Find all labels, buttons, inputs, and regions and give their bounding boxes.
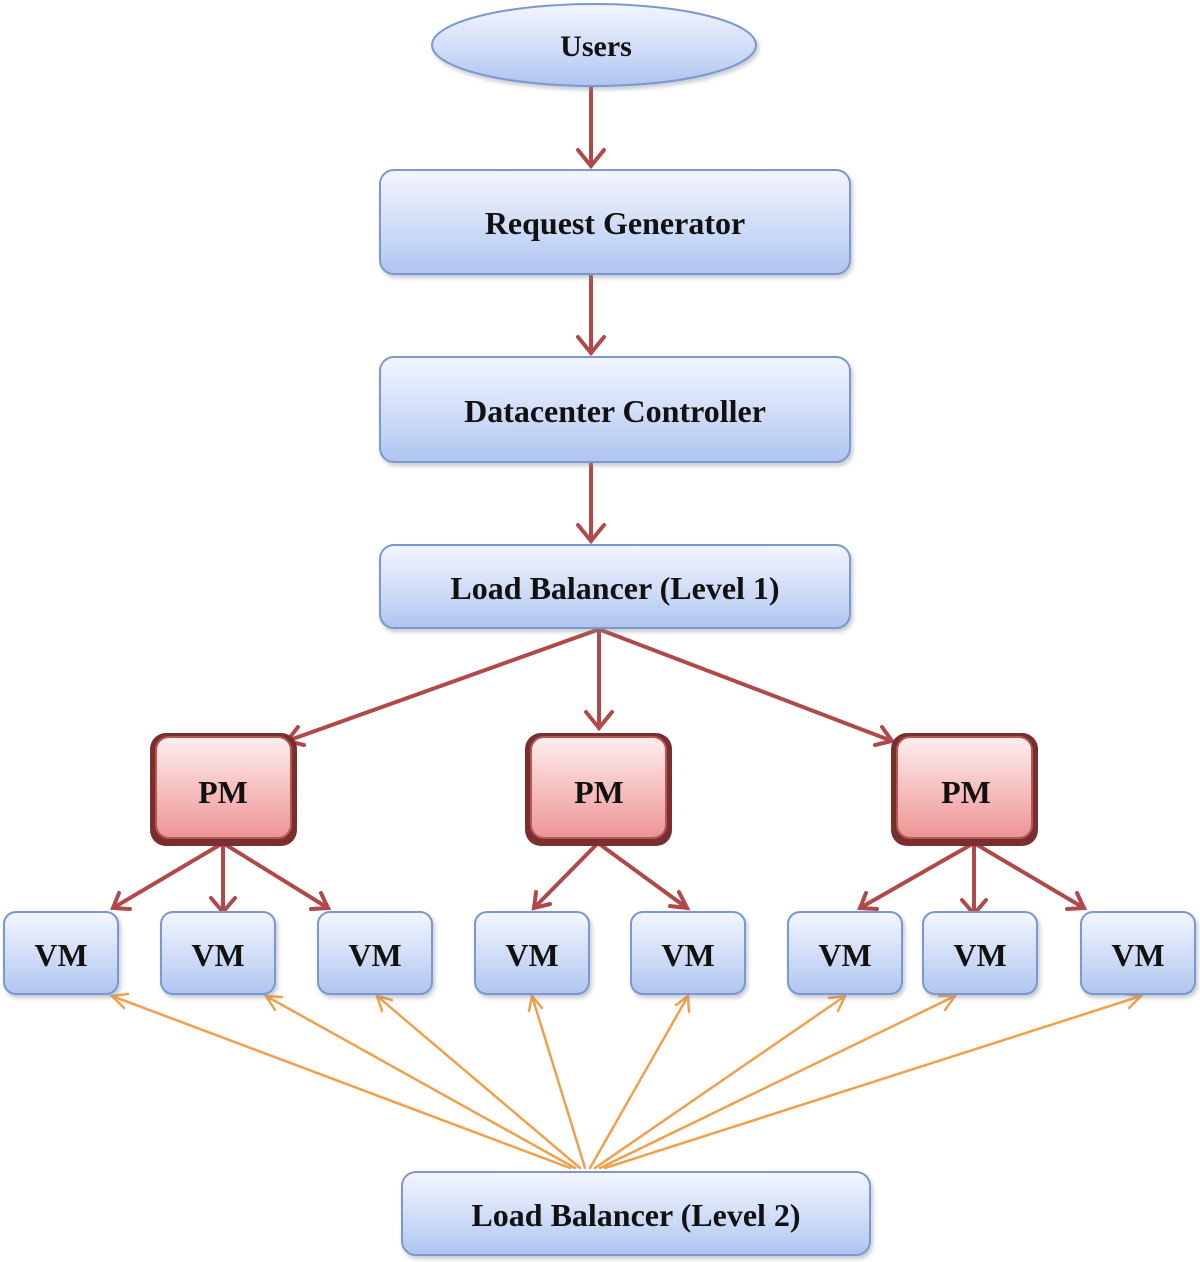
arrow-lb2-to-vm-8 (603, 992, 1144, 1170)
arrow-pm-2-to-vm-4 (531, 841, 600, 911)
vm-node-4: VM (474, 911, 590, 995)
arrow-pm-1-to-vm-1 (110, 841, 225, 911)
vm-node-6: VM (787, 911, 903, 995)
pm-node-1: PM (150, 733, 297, 846)
vm-node-1: VM (3, 911, 119, 995)
vm-label-3: VM (348, 937, 401, 973)
arrow-pm-3-to-vm-8 (972, 841, 1088, 911)
arrow-pm-2-to-vm-5 (596, 841, 691, 911)
arrow-load-balancer-l1-to-pm-1 (283, 628, 599, 747)
vm-label-7: VM (953, 937, 1006, 973)
arrow-pm-1-to-vm-2 (209, 841, 237, 916)
users-node: Users (431, 3, 757, 87)
pm-label-3: PM (941, 774, 991, 810)
pm-label-1: PM (198, 774, 248, 810)
arrow-lb2-to-vm-7 (598, 994, 958, 1170)
arrow-pm-3-to-vm-7 (960, 841, 988, 918)
arrow-request-generator-to-datacenter-controller (576, 274, 606, 357)
datacenter-controller-node: Datacenter Controller (379, 356, 851, 463)
users-label: Users (560, 30, 632, 63)
arrow-lb2-to-vm-4 (527, 993, 587, 1170)
vm-node-3: VM (317, 911, 433, 995)
arrow-pm-3-to-vm-6 (857, 841, 976, 911)
arrow-pm-1-to-vm-3 (221, 841, 332, 911)
request-generator-node: Request Generator (379, 169, 851, 275)
arrow-lb2-to-vm-2 (263, 994, 577, 1170)
pm-node-2: PM (525, 733, 672, 846)
arrow-load-balancer-l1-to-pm-2 (584, 628, 614, 732)
vm-label-6: VM (818, 937, 871, 973)
vm-node-2: VM (160, 911, 276, 995)
pm-node-3: PM (891, 733, 1038, 846)
level2-arrows (109, 992, 1144, 1170)
load-balancer-l2-label: Load Balancer (Level 2) (471, 1197, 800, 1233)
load-balancer-l1-node: Load Balancer (Level 1) (379, 544, 851, 629)
flow-arrows (110, 84, 1088, 918)
vm-label-4: VM (505, 937, 558, 973)
arrow-lb2-to-vm-5 (588, 993, 691, 1170)
arrow-lb2-to-vm-3 (375, 994, 582, 1170)
vm-node-8: VM (1080, 911, 1196, 995)
arrow-datacenter-controller-to-load-balancer-l1 (576, 462, 606, 545)
vm-label-1: VM (34, 937, 87, 973)
load-balancer-l2-node: Load Balancer (Level 2) (401, 1171, 871, 1256)
arrow-lb2-to-vm-6 (593, 994, 848, 1170)
request-generator-label: Request Generator (485, 205, 745, 241)
arrow-load-balancer-l1-to-pm-3 (599, 628, 896, 747)
vm-label-5: VM (661, 937, 714, 973)
arrow-lb2-to-vm-1 (109, 992, 572, 1170)
vm-label-2: VM (191, 937, 244, 973)
pm-label-2: PM (574, 774, 624, 810)
arrow-users-to-request-generator (576, 84, 606, 170)
vm-label-8: VM (1111, 937, 1164, 973)
datacenter-controller-label: Datacenter Controller (464, 393, 766, 429)
vm-node-5: VM (630, 911, 746, 995)
load-balancer-l1-label: Load Balancer (Level 1) (450, 570, 779, 606)
vm-node-7: VM (922, 911, 1038, 995)
